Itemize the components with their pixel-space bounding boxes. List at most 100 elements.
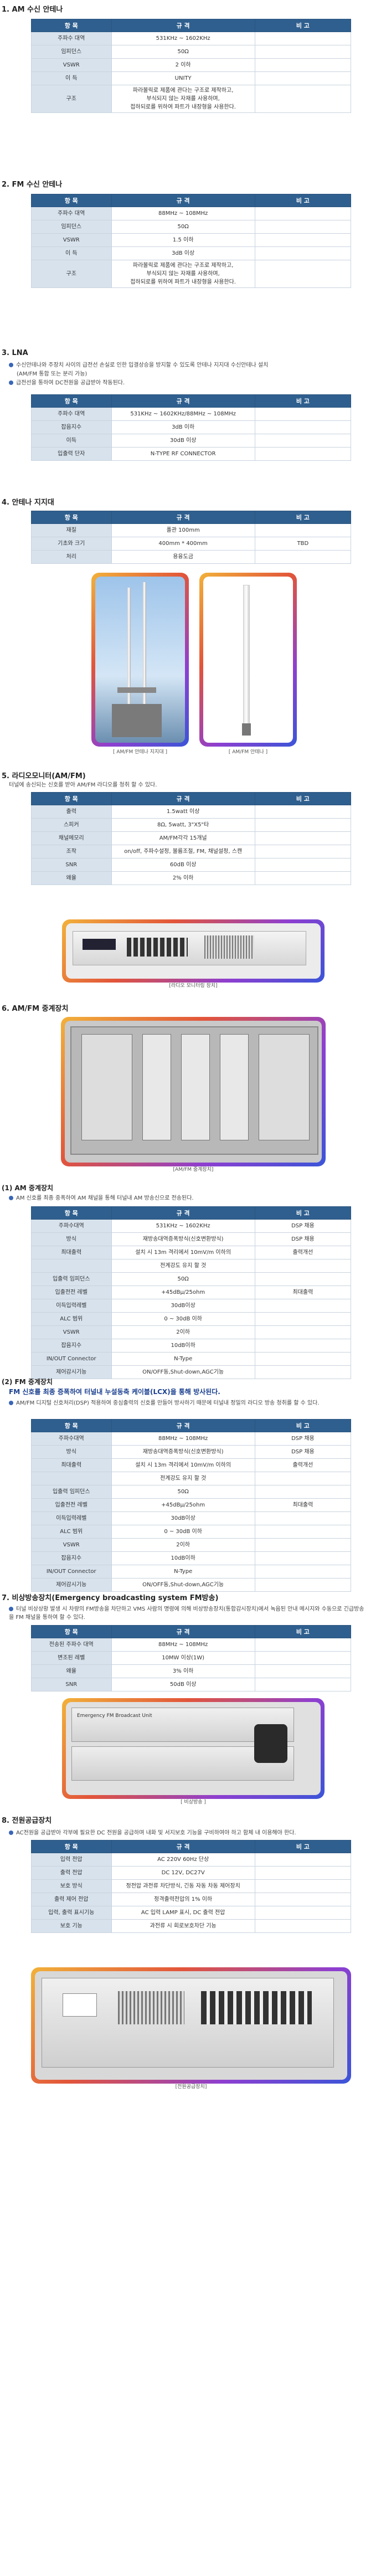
table-cell <box>254 246 352 260</box>
table-cell: 0 ~ 30dB 이하 <box>111 1525 255 1539</box>
table-cell: 이득입력레벨 <box>31 1511 112 1525</box>
table-cell: 변조된 레벨 <box>31 1651 112 1665</box>
table-header-cell: 비 고 <box>254 394 352 408</box>
radio-monitor-subtitle: 터널에 송신되는 신호를 받아 AM/FM 라디오를 청취 할 수 있다. <box>9 782 157 788</box>
table-cell <box>254 805 352 819</box>
relay-caption: [AM/FM 중계장치] <box>173 1167 214 1173</box>
table-cell: 출력개선 <box>254 1246 352 1259</box>
lna-note-3: 급전선을 통하여 DC전원을 공급받아 작동된다. <box>9 379 125 387</box>
table-cell <box>254 523 352 537</box>
table-cell <box>254 233 352 247</box>
section-title-relay: 6. AM/FM 중계장치 <box>2 1005 69 1013</box>
table-header-cell: 항 목 <box>31 19 112 32</box>
table-header-cell: 항 목 <box>31 792 112 805</box>
table-header-cell: 항 목 <box>31 194 112 207</box>
bullet-icon <box>9 1196 13 1200</box>
table-header-cell: 규 격 <box>111 394 255 408</box>
table-cell: 최대출력 <box>31 1246 112 1259</box>
table-cell: 0 ~ 30dB 이하 <box>111 1312 255 1326</box>
table-cell <box>254 1919 352 1933</box>
table-cell: AC 입력 LAMP 표시, DC 출력 전압 <box>111 1906 255 1920</box>
table-cell: DSP 채용 <box>254 1232 352 1246</box>
table-cell <box>254 550 352 564</box>
table-cell <box>254 1578 352 1592</box>
table-cell: DSP 채용 <box>254 1432 352 1446</box>
table-cell: 50Ω <box>111 1485 255 1499</box>
antenna-photo-frame <box>199 573 297 747</box>
table-cell: 88MHz ~ 108MHz <box>111 207 255 220</box>
table-cell: 2이하 <box>111 1325 255 1339</box>
table-cell <box>254 45 352 59</box>
table-cell: 스피커 <box>31 818 112 832</box>
emergency-caption: [ 비상방송 ] <box>181 1799 206 1805</box>
table-cell: 주파수대역 <box>31 1432 112 1446</box>
table-cell <box>254 1853 352 1867</box>
table-cell <box>254 260 352 288</box>
table-header-cell: 규 격 <box>111 511 255 524</box>
table-cell: 출력 제어 전압 <box>31 1893 112 1906</box>
table-cell: 입출전전 레벨 <box>31 1498 112 1512</box>
table-cell: UNITY <box>111 71 255 85</box>
table-cell: 1.5 이하 <box>111 233 255 247</box>
table-row: 전계강도 유지 할 것 <box>31 1472 352 1485</box>
fm-relay-note: AM/FM 디지털 신호처리(DSP) 적용하여 중심출력의 신호를 만들어 방… <box>9 1399 363 1407</box>
table-cell: 2 이하 <box>111 58 255 72</box>
table-cell: 정격출력전압의 1% 이하 <box>111 1893 255 1906</box>
table-cell: 정전압 과전류 차단방식, 긴동 자동 차동 제어장치 <box>111 1879 255 1893</box>
section-title-fm-antenna: 2. FM 수신 안테나 <box>2 181 63 189</box>
table-cell: 1.5watt 이상 <box>111 805 255 819</box>
table-cell <box>254 32 352 45</box>
am-relay-note: AM 신호를 최종 중폭하여 AM 채널을 통해 터널내 AM 방송신으로 전송… <box>9 1194 194 1202</box>
table-cell: 기초와 크기 <box>31 537 112 551</box>
radio-monitor-caption: [라디오 모니터링 장치] <box>169 983 218 989</box>
table-cell: 88MHz ~ 108MHz <box>111 1432 255 1446</box>
table-cell <box>254 434 352 448</box>
table-header-cell: 규 격 <box>111 1206 255 1220</box>
table-cell: 3% 이하 <box>111 1664 255 1678</box>
table-cell: 2% 이하 <box>111 871 255 885</box>
table-cell: 입력, 출력 표시기능 <box>31 1906 112 1920</box>
section-title-am-relay: (1) AM 중계장치 <box>2 1184 54 1192</box>
table-header-cell: 비 고 <box>254 19 352 32</box>
table-cell <box>254 1551 352 1565</box>
table-cell: 3dB 이하 <box>111 420 255 434</box>
table-cell: ALC 범위 <box>31 1525 112 1539</box>
table-cell: 88MHz ~ 108MHz <box>111 1638 255 1652</box>
table-cell: 전송된 주파수 대역 <box>31 1638 112 1652</box>
table-cell: 폴관 100mm <box>111 523 255 537</box>
table-cell: 이득입력레벨 <box>31 1299 112 1313</box>
section-title-radio-monitor: 5. 라디오모니터(AM/FM) <box>2 772 86 780</box>
table-header-cell: 비 고 <box>254 792 352 805</box>
table-cell: 임피던스 <box>31 45 112 59</box>
table-cell: N-TYPE RF CONNECTOR <box>111 447 255 461</box>
table-cell: 보호 기능 <box>31 1919 112 1933</box>
table-cell: 50Ω <box>111 220 255 234</box>
table-cell <box>254 85 352 113</box>
table-cell: 10dB이하 <box>111 1339 255 1353</box>
table-cell: AM/FM각각 15개널 <box>111 831 255 845</box>
table-cell: 주파수대역 <box>31 1219 112 1233</box>
relay-photo-frame <box>61 1017 326 1166</box>
table-cell <box>254 420 352 434</box>
antenna-support-caption: [ AM/FM 안테나 지지대 ] <box>112 749 168 755</box>
table-header-cell: 규 격 <box>111 1840 255 1853</box>
